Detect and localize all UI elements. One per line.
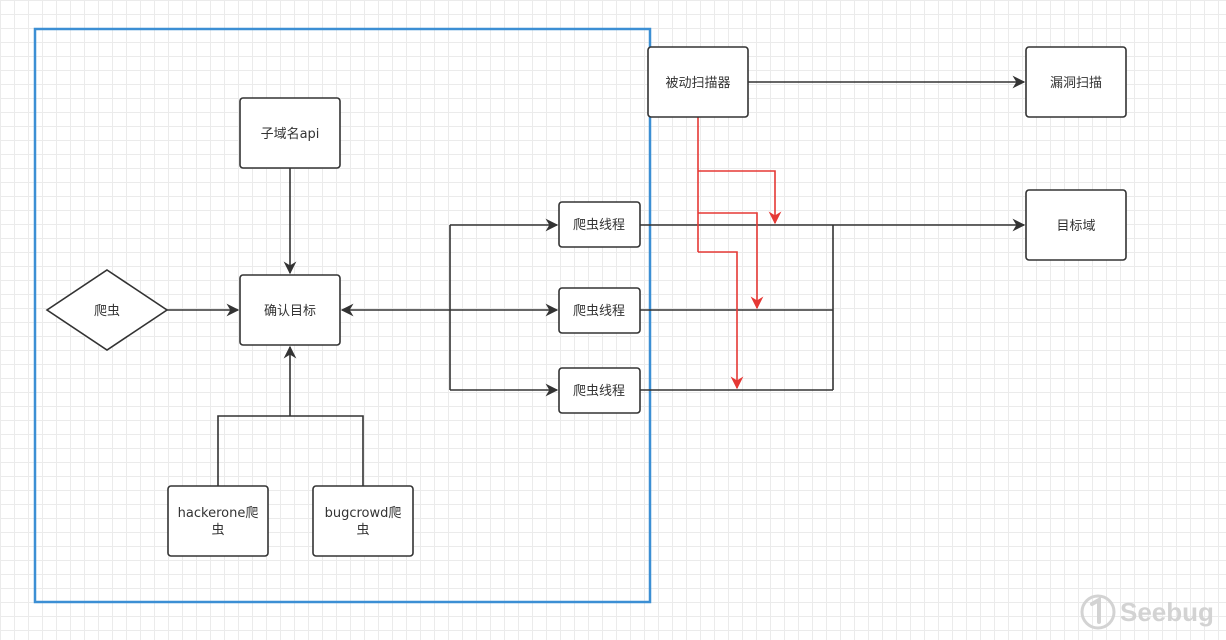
node-vuln-scan: 漏洞扫描 xyxy=(1025,46,1127,118)
red-edge-to-thread-2 xyxy=(698,212,764,310)
watermark-logo-icon xyxy=(1080,594,1116,630)
watermark: Seebug xyxy=(1080,594,1214,630)
node-vuln-scan-label: 漏洞扫描 xyxy=(1050,75,1102,91)
node-subdomain-api-label: 子域名api xyxy=(261,126,320,142)
node-crawler-thread-1-label: 爬虫线程 xyxy=(573,218,625,233)
node-bugcrowd-label-line1: bugcrowd爬 xyxy=(325,506,402,521)
node-confirm-target-label: 确认目标 xyxy=(264,304,316,319)
edge-bug-bounty-crawlers-to-confirm xyxy=(217,415,364,486)
node-crawler-decision: 爬虫 xyxy=(45,269,169,351)
node-confirm-target: 确认目标 xyxy=(239,274,341,346)
node-subdomain-api: 子域名api xyxy=(239,97,341,169)
node-target-domain-label: 目标域 xyxy=(1056,219,1095,234)
node-crawler-thread-1: 爬虫线程 xyxy=(558,201,641,248)
red-edge-to-thread-3 xyxy=(698,251,744,390)
node-target-domain: 目标域 xyxy=(1025,189,1127,261)
node-bugcrowd-label-line2: 虫 xyxy=(356,523,369,538)
node-crawler-thread-2: 爬虫线程 xyxy=(558,287,641,334)
highlight-edges xyxy=(697,117,782,390)
watermark-text: Seebug xyxy=(1120,597,1214,627)
node-crawler-label: 爬虫 xyxy=(94,304,120,319)
node-crawler-thread-2-label: 爬虫线程 xyxy=(573,304,625,319)
node-passive-scanner: 被动扫描器 xyxy=(647,46,749,118)
edges xyxy=(167,75,1026,486)
node-bugcrowd-crawler: bugcrowd爬 虫 xyxy=(312,485,414,557)
group-container xyxy=(33,27,652,604)
node-passive-scanner-label: 被动扫描器 xyxy=(665,76,730,91)
node-hackerone-label-line2: 虫 xyxy=(211,523,224,538)
nodes: 子域名api 爬虫 确认目标 hackerone爬 虫 bugcrowd爬 虫 … xyxy=(45,46,1127,557)
node-hackerone-label-line1: hackerone爬 xyxy=(178,506,259,521)
node-crawler-thread-3-label: 爬虫线程 xyxy=(573,384,625,399)
node-crawler-thread-3: 爬虫线程 xyxy=(558,367,641,414)
red-edge-to-thread-1 xyxy=(698,170,782,225)
node-hackerone-crawler: hackerone爬 虫 xyxy=(167,485,269,557)
